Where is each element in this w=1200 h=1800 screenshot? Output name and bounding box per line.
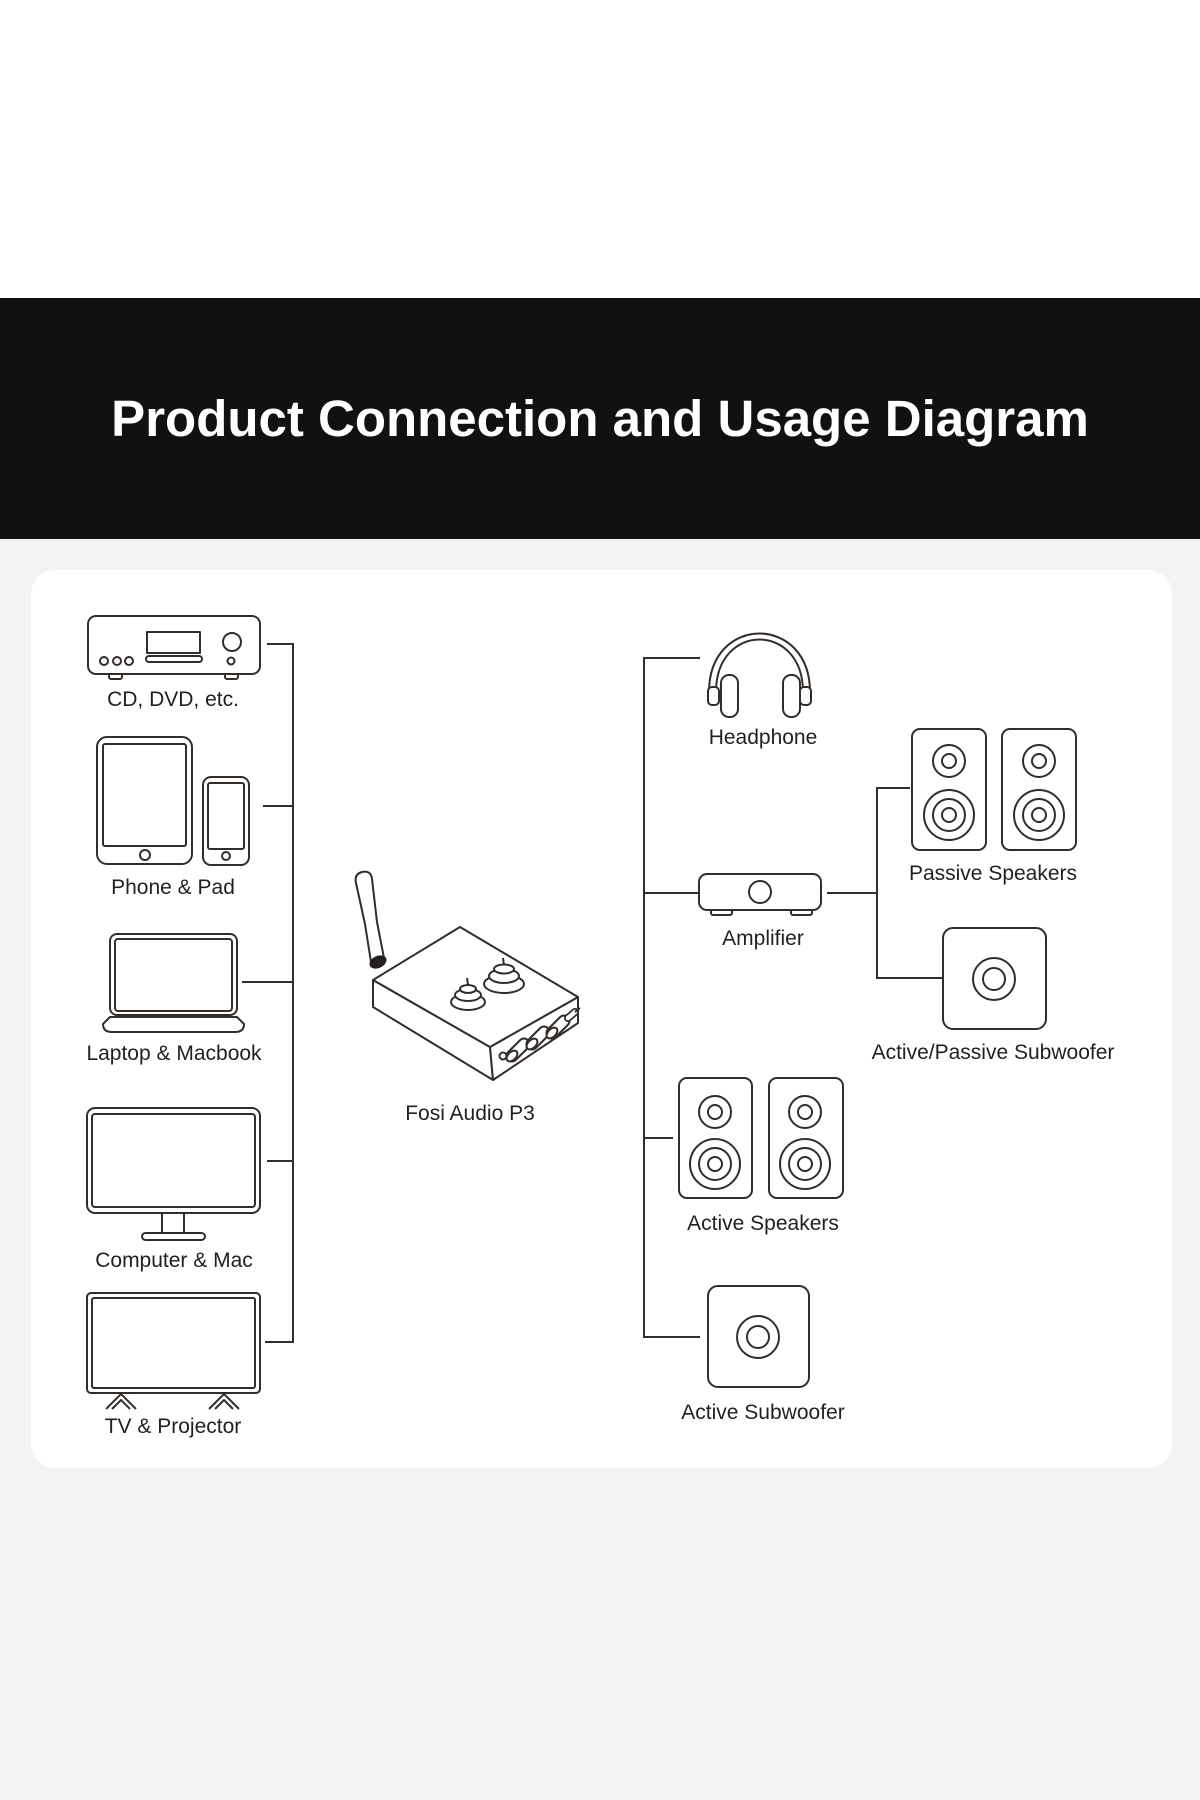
active-passive-subwoofer-label: Active/Passive Subwoofer xyxy=(872,1041,1115,1064)
fosi-audio-p3-label: Fosi Audio P3 xyxy=(405,1102,535,1125)
cd-dvd-player-icon xyxy=(87,615,261,680)
cd-dvd-label: CD, DVD, etc. xyxy=(107,688,239,711)
computer-monitor-icon xyxy=(86,1107,261,1241)
laptop-label: Laptop & Macbook xyxy=(86,1042,262,1065)
amplifier-label: Amplifier xyxy=(722,927,804,950)
fosi-audio-p3-icon xyxy=(354,870,581,1081)
phone-pad-label: Phone & Pad xyxy=(111,876,235,899)
active-subwoofer-label: Active Subwoofer xyxy=(681,1401,844,1424)
right-trunk-line xyxy=(643,657,700,1338)
volume-knob-icon xyxy=(483,957,525,994)
passive-speakers-label: Passive Speakers xyxy=(909,862,1077,885)
rca-jacks-icon xyxy=(505,1014,571,1063)
power-plug-icon xyxy=(564,1007,581,1022)
passive-speakers-icon xyxy=(911,728,1077,851)
tv-projector-label: TV & Projector xyxy=(105,1415,242,1438)
diagram-card: CD, DVD, etc. Phone & Pad Laptop & Macbo… xyxy=(31,570,1172,1468)
computer-label: Computer & Mac xyxy=(95,1249,253,1272)
page-title: Product Connection and Usage Diagram xyxy=(111,390,1089,447)
active-subwoofer-icon xyxy=(707,1285,810,1388)
amplifier-icon xyxy=(698,873,822,916)
tone-knob-icon xyxy=(450,977,486,1011)
tv-icon xyxy=(86,1292,261,1410)
headphone-label: Headphone xyxy=(709,726,818,749)
left-trunk-line xyxy=(242,643,294,1343)
active-speakers-label: Active Speakers xyxy=(687,1212,839,1235)
phone-icon xyxy=(202,776,250,866)
headphone-icon xyxy=(707,632,812,718)
laptop-icon xyxy=(102,933,245,1033)
page-background: CD, DVD, etc. Phone & Pad Laptop & Macbo… xyxy=(0,539,1200,1800)
active-speakers-icon xyxy=(678,1077,844,1199)
top-white-space xyxy=(0,0,1200,298)
title-banner: Product Connection and Usage Diagram xyxy=(0,298,1200,539)
connection-diagram: CD, DVD, etc. Phone & Pad Laptop & Macbo… xyxy=(86,615,1115,1438)
tablet-icon xyxy=(96,736,193,865)
active-passive-subwoofer-icon xyxy=(942,927,1047,1030)
amplifier-branch-line xyxy=(827,787,942,979)
